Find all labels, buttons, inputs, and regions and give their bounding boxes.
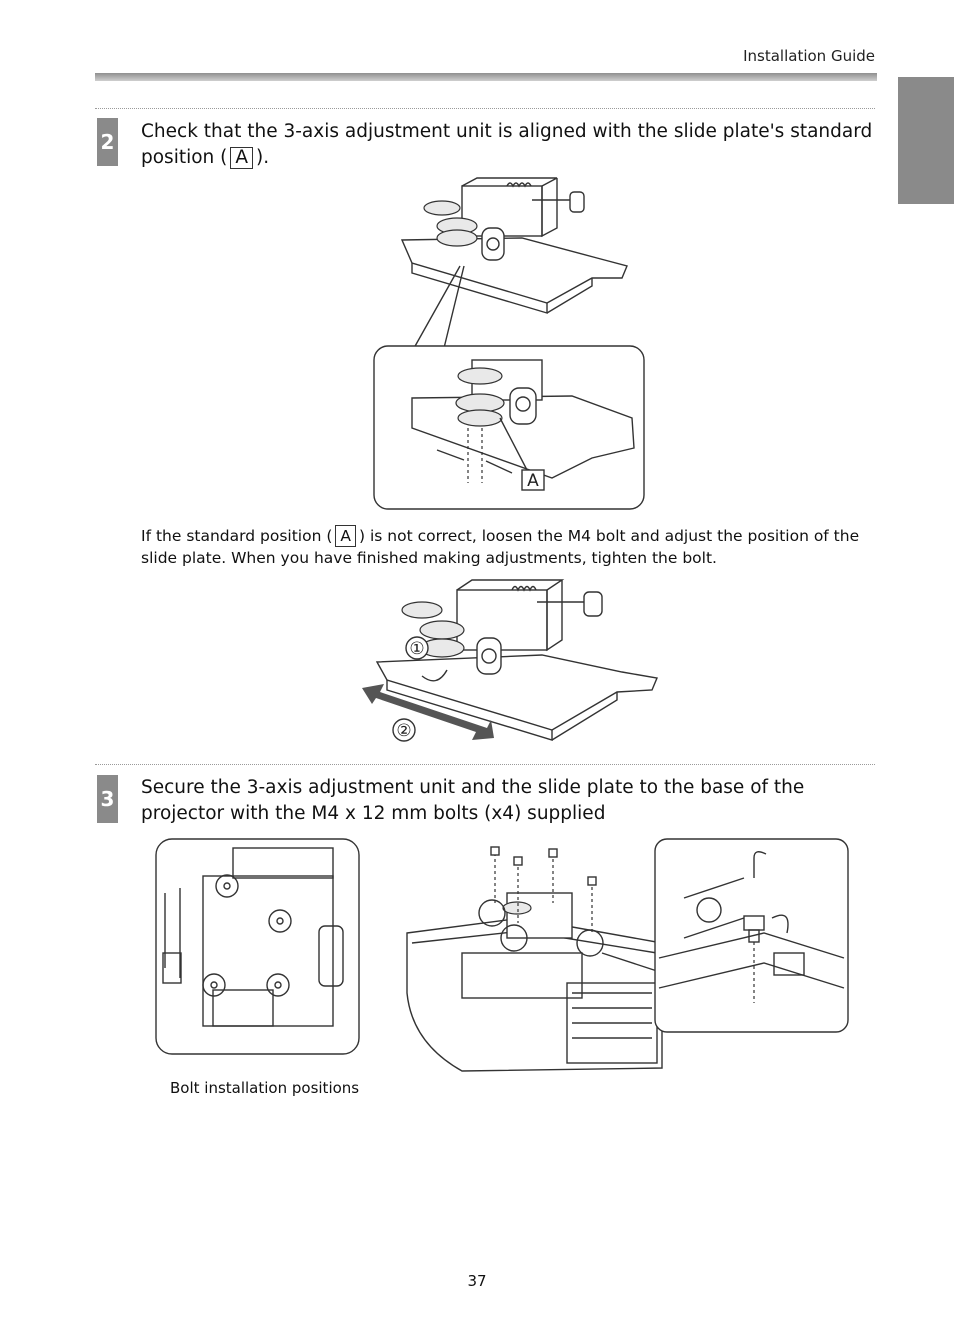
adjustment-unit-figure: A bbox=[373, 177, 645, 510]
step-instruction: Check that the 3-axis adjustment unit is… bbox=[141, 119, 881, 171]
side-tab bbox=[898, 77, 954, 204]
header-bar bbox=[95, 73, 877, 81]
step-marker-2: ② bbox=[396, 721, 411, 741]
step-marker-1: ① bbox=[409, 639, 424, 659]
hex-wrench-detail-figure bbox=[654, 838, 849, 1033]
note-text-before: If the standard position ( bbox=[141, 527, 333, 545]
step-text-after: ). bbox=[256, 147, 270, 168]
projector-bolts-figure bbox=[406, 846, 663, 1072]
divider bbox=[95, 764, 875, 765]
note-text-after: ) is not correct, loosen the M4 bolt and… bbox=[141, 527, 860, 567]
step-instruction: Secure the 3-axis adjustment unit and th… bbox=[141, 777, 805, 824]
step-text-before: Check that the 3-axis adjustment unit is… bbox=[141, 121, 873, 168]
divider bbox=[95, 108, 875, 109]
position-marker: A bbox=[230, 147, 254, 169]
bolt-positions-figure bbox=[155, 838, 360, 1055]
page-number: 37 bbox=[467, 1272, 487, 1290]
slide-adjust-figure: ① ② bbox=[362, 579, 658, 742]
step-number: 2 bbox=[97, 118, 118, 166]
step-number: 3 bbox=[97, 775, 118, 823]
detail-marker: A bbox=[527, 471, 539, 491]
header-title: Installation Guide bbox=[743, 47, 875, 65]
figure-caption: Bolt installation positions bbox=[170, 1079, 360, 1097]
note-paragraph: If the standard position (A) is not corr… bbox=[141, 525, 881, 569]
note-marker: A bbox=[335, 525, 356, 547]
